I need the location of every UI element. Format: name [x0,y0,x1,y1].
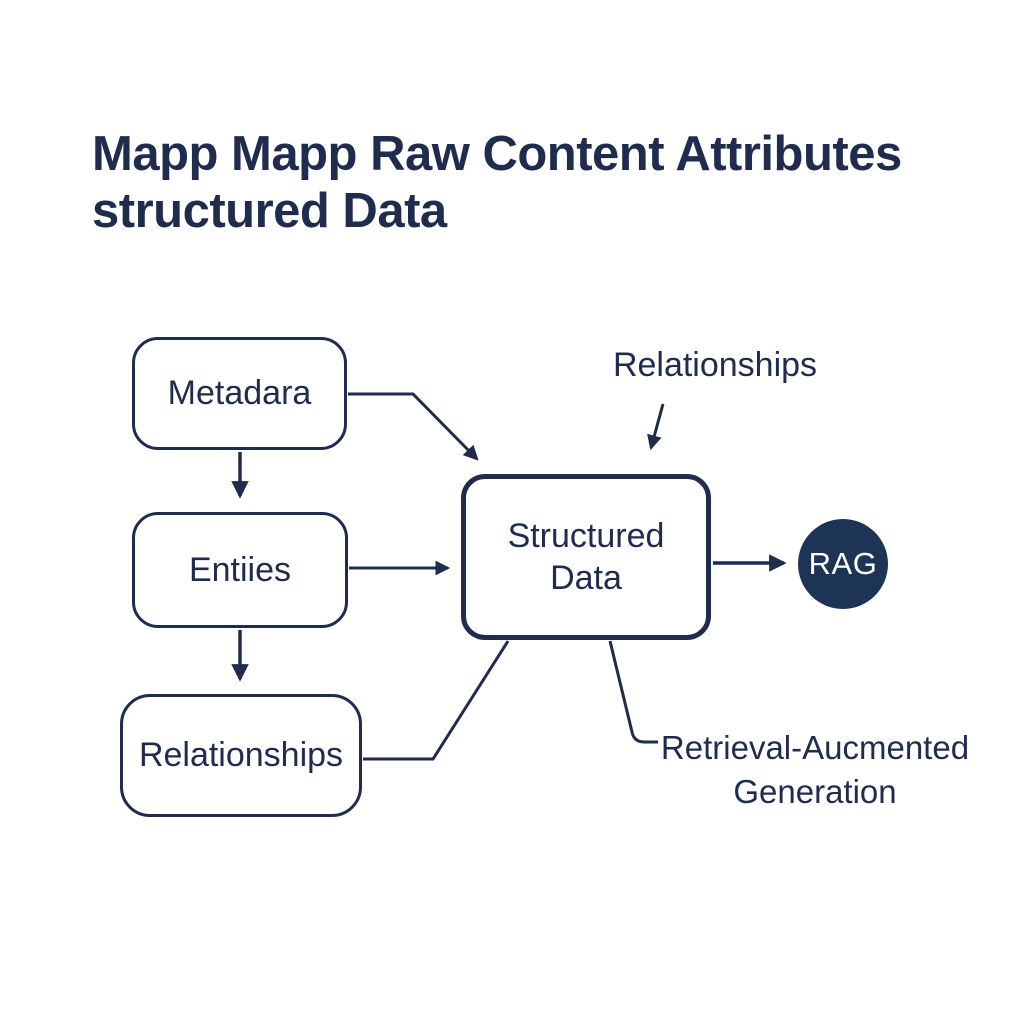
node-rag: RAG [798,519,888,609]
node-rag-label: RAG [808,546,878,581]
relationships-annotation: Relationships [612,346,818,384]
rag-annotation-line2: Generation [733,772,897,810]
connector-relationships-structured [363,640,510,761]
rag-annotation-line1: Retrieval-Aucmented [660,729,970,766]
rag-annotation: Retrieval-Aucmented Generation [640,726,990,813]
diagram-title: Mapp Mapp Raw Content Attributes structu… [92,127,902,238]
node-metadata: Metadara [132,337,347,450]
node-relationships: Relationships [120,694,362,817]
connector-metadata-structured [348,392,479,461]
node-structured-data: Structured Data [461,474,711,640]
node-entities: Entiies [132,512,348,628]
connector-structured-raglabel [608,640,658,744]
node-entities-label: Entiies [188,550,292,589]
node-relationships-label: Relationships [138,736,344,774]
connector-label-relationships [647,403,665,451]
node-metadata-label: Metadara [167,374,312,412]
node-structured-data-label: Structured Data [507,516,665,598]
